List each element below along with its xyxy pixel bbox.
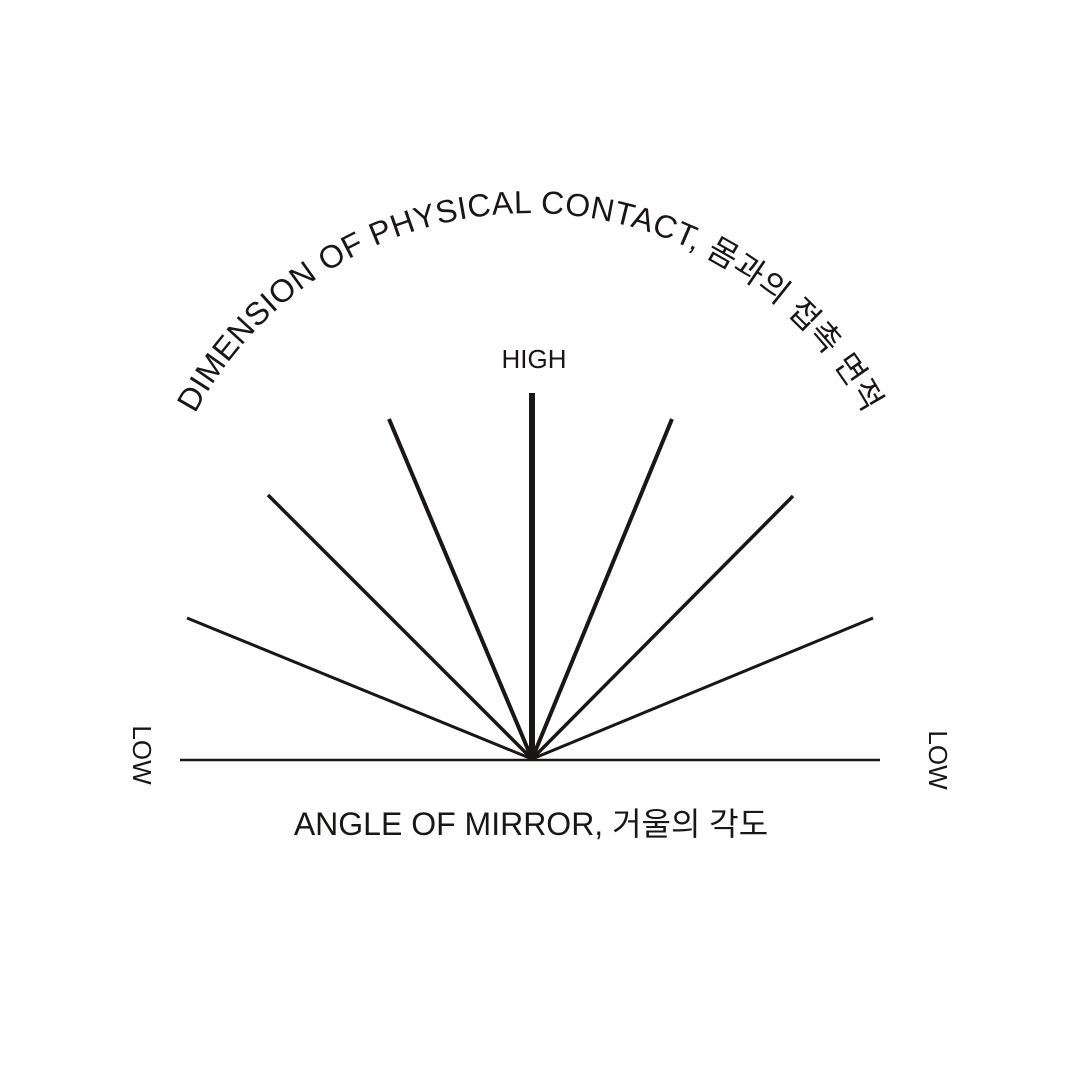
ray-right-1 (531, 616, 874, 761)
ray-left-1 (186, 616, 533, 761)
high-label: HIGH (502, 344, 567, 374)
ray-left-3 (387, 418, 534, 760)
low-label-left: LOW (127, 725, 157, 785)
ray-right-3 (530, 418, 674, 760)
arc-title-text: DIMENSION OF PHYSICAL CONTACT, 몸과의 접촉 면적 (170, 184, 890, 417)
ray-left-2 (266, 493, 534, 761)
ray-right-2 (530, 494, 795, 761)
low-label-right: LOW (923, 730, 953, 790)
angle-of-mirror-label: ANGLE OF MIRROR, 거울의 각도 (294, 806, 768, 842)
arc-title: DIMENSION OF PHYSICAL CONTACT, 몸과의 접촉 면적 (170, 184, 891, 417)
